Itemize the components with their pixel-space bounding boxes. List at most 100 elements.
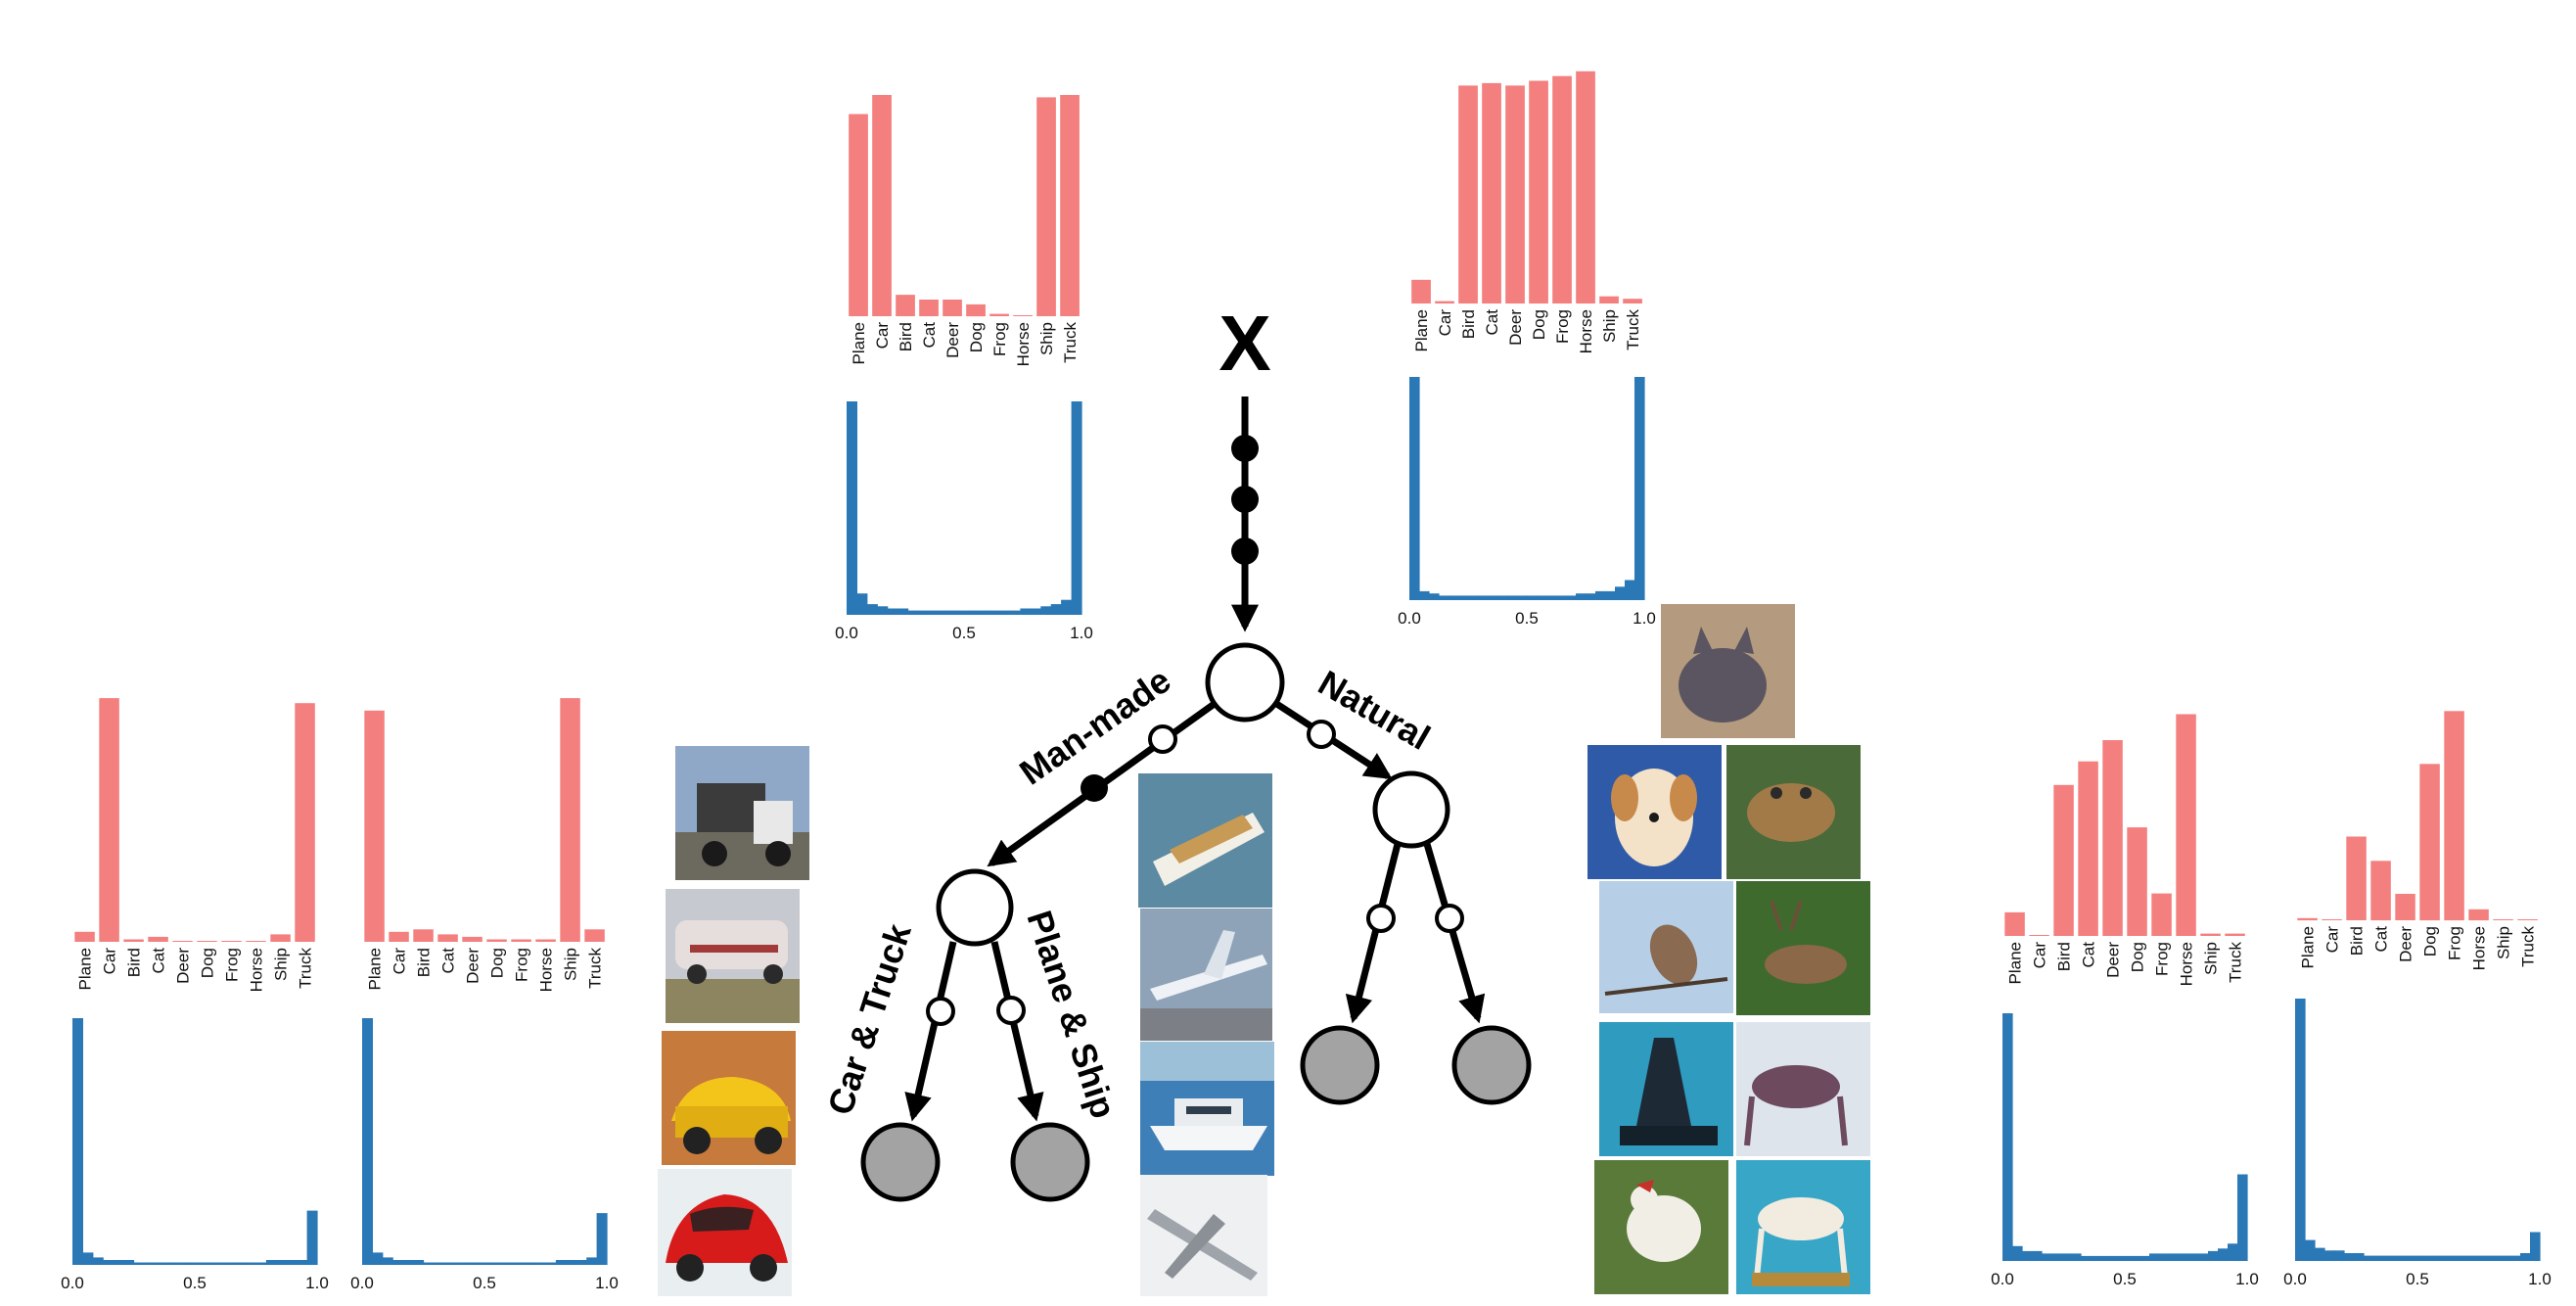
- category-tick-label: Cat: [920, 322, 939, 349]
- hist-bar: [392, 1260, 404, 1265]
- category-tick-label: Frog: [2446, 926, 2464, 960]
- category-tick-label: Car: [1436, 309, 1454, 337]
- hist-bar: [494, 1262, 506, 1265]
- hist-bar: [847, 401, 857, 615]
- hist-bar: [103, 1260, 115, 1265]
- category-tick-label: Horse: [1014, 322, 1033, 366]
- hist-bar: [586, 1257, 598, 1265]
- class-bar: [172, 941, 193, 942]
- category-tick-label: Bird: [415, 948, 434, 977]
- edge-dot: [1231, 486, 1259, 513]
- hist-bar: [123, 1260, 135, 1265]
- category-tick-label: Ship: [272, 948, 291, 981]
- hist-bar: [2051, 1253, 2062, 1261]
- class-bar: [872, 95, 892, 316]
- hist-bar: [1030, 608, 1041, 615]
- hist-bar: [989, 610, 1001, 615]
- thumbnail-frog: [1726, 745, 1861, 879]
- edge-dot: [1231, 537, 1259, 565]
- hist-bar: [2110, 1255, 2121, 1261]
- hist-bar: [928, 610, 940, 615]
- hist-bar: [474, 1262, 485, 1265]
- hist-bar: [2324, 1250, 2335, 1261]
- thumbnails-plane-ship: [1138, 773, 1274, 1296]
- class-bar: [2444, 711, 2464, 921]
- hist-bar: [1556, 595, 1567, 600]
- edge-plane-ship: [990, 941, 1044, 1122]
- hist-tick-label: 0.0: [1398, 609, 1421, 628]
- thumbnail-cat: [1661, 604, 1795, 738]
- thumbnail-propeller-plane: [1140, 1175, 1267, 1296]
- hist-bar: [1419, 590, 1430, 600]
- class-bar: [364, 710, 385, 942]
- category-tick-label: Cat: [1483, 309, 1501, 336]
- hist-bar: [306, 1210, 318, 1265]
- hist-bar: [184, 1262, 196, 1265]
- class-bar: [560, 698, 580, 942]
- class-bar: [2297, 917, 2318, 921]
- class-bar: [2127, 827, 2147, 936]
- hist-bar: [2501, 1255, 2511, 1261]
- category-tick-label: Truck: [1061, 322, 1080, 363]
- hist-bar: [938, 610, 949, 615]
- hist-bar: [2032, 1250, 2043, 1261]
- hist-bar: [433, 1262, 444, 1265]
- hist-bar: [1010, 610, 1021, 615]
- class-bar: [486, 939, 507, 942]
- edge-dot-open: [1435, 904, 1464, 933]
- hist-bar: [1439, 595, 1449, 600]
- hist-bar: [255, 1262, 267, 1265]
- hist-bar: [2100, 1255, 2111, 1261]
- hist-bar: [2042, 1253, 2052, 1261]
- category-tick-label: Truck: [2519, 926, 2538, 967]
- edge-dot-open: [1366, 904, 1396, 933]
- root-label: X: [1219, 300, 1270, 387]
- hist-bar: [1468, 595, 1479, 600]
- class-bar: [1599, 296, 1619, 303]
- leaf-node-car-truck: [860, 1122, 941, 1202]
- hist-bar: [1488, 595, 1498, 600]
- hist-bar: [246, 1262, 257, 1265]
- hist-bar: [2130, 1255, 2140, 1261]
- category-tick-label: Dog: [199, 948, 217, 978]
- hist-bar: [2022, 1250, 2033, 1261]
- category-tick-label: Car: [2031, 942, 2049, 969]
- hist-bar: [1071, 401, 1082, 615]
- hist-tick-label: 1.0: [1070, 624, 1093, 642]
- class-bar: [535, 939, 556, 942]
- class-bar: [197, 941, 217, 942]
- class-bar: [1482, 82, 1501, 304]
- category-tick-label: Plane: [2299, 926, 2318, 968]
- hist-bar: [856, 593, 868, 615]
- class-bar: [2395, 894, 2415, 920]
- class-bar: [270, 934, 291, 942]
- category-tick-label: Bird: [897, 322, 915, 351]
- class-bar: [221, 941, 242, 942]
- class-bar: [2468, 909, 2489, 921]
- class-bar: [2053, 784, 2074, 936]
- category-tick-label: Frog: [2153, 942, 2172, 976]
- category-tick-label: Dog: [488, 948, 507, 978]
- edge-car-truck: [904, 941, 957, 1122]
- class-bar: [2078, 761, 2098, 936]
- category-tick-label: Plane: [76, 948, 95, 990]
- hist-bar: [1449, 595, 1459, 600]
- class-bar: [2176, 714, 2196, 936]
- class-bar: [584, 929, 605, 942]
- hist-bar: [566, 1260, 577, 1265]
- category-tick-label: Deer: [174, 948, 193, 984]
- class-bar: [1060, 95, 1080, 316]
- hist-bar: [453, 1262, 465, 1265]
- hist-bar: [2159, 1253, 2170, 1261]
- class-bar: [966, 303, 986, 317]
- category-tick-label: Horse: [2470, 926, 2489, 970]
- hist-bar: [2120, 1255, 2131, 1261]
- hist-bar: [2452, 1255, 2462, 1261]
- hist-bar: [1546, 595, 1557, 600]
- hist-bar: [2091, 1255, 2101, 1261]
- thumbnail-rooster: [1594, 1160, 1728, 1294]
- class-bar: [123, 939, 144, 942]
- thumbnail-yacht: [1140, 1042, 1274, 1176]
- hist-bar: [2432, 1255, 2443, 1261]
